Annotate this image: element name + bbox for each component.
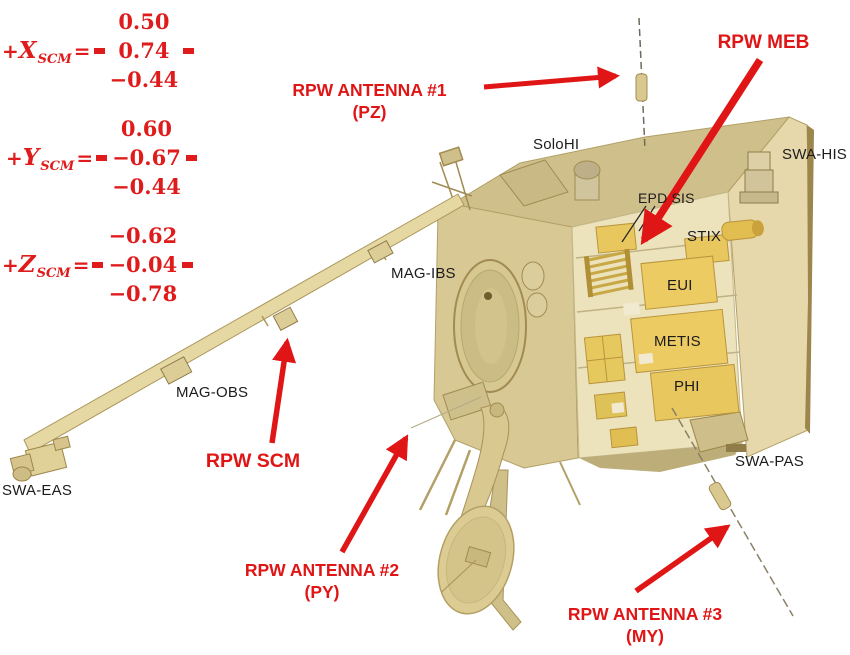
matrix-z-row-2: −0.04 (108, 252, 178, 277)
swa-eas-instrument (9, 435, 71, 482)
bracket-left (92, 261, 104, 268)
matrix-y-row-1: 0.60 (120, 116, 173, 141)
thermal-patch (611, 402, 625, 414)
rpw-antenna-3-arrow (634, 524, 731, 594)
instrument-boom (9, 193, 465, 482)
rpw-antenna-2-line (410, 396, 482, 429)
thermal-patch (638, 352, 654, 365)
rpw-antenna-3-line (671, 407, 794, 617)
phi-instrument (649, 363, 740, 422)
bracket-right (182, 261, 194, 268)
phi-label: PHI (674, 378, 700, 395)
stix-label: STIX (687, 228, 722, 245)
mag-ibs-label: MAG-IBS (391, 265, 456, 282)
solohi-instrument (499, 159, 601, 207)
hga-dish-assembly (437, 402, 522, 631)
metis-label: METIS (654, 333, 701, 350)
annotation-arrows (269, 57, 764, 594)
body-cone (453, 259, 527, 393)
eui-instrument (640, 255, 718, 310)
swa-his-instrument (739, 151, 779, 204)
coil-frame (583, 256, 594, 298)
rpw-antenna-2-arrow (339, 434, 409, 554)
lower-truss (418, 381, 581, 516)
matrix-x-row-1: 0.50 (118, 9, 170, 34)
swa-his-label: SWA-HIS (782, 146, 848, 163)
right-panel-edge (805, 125, 814, 434)
rpw-scm-instrument (272, 306, 299, 331)
epd-coil (587, 250, 630, 297)
swa-pas-label: SWA-PAS (735, 453, 804, 470)
matrix-y-row-3: −0.44 (112, 174, 181, 199)
mag-obs-instrument (160, 356, 193, 385)
epd-instrument (595, 222, 637, 254)
bracket-left (93, 47, 105, 54)
rpw-antenna-1-label: RPW ANTENNA #1 (PZ) (292, 80, 447, 123)
rpw-meb-arrow (640, 57, 764, 245)
matrix-z-row-1: −0.62 (108, 223, 178, 248)
body-knob (526, 292, 548, 318)
bracket-left (96, 154, 108, 161)
rpw-scm-arrow (269, 337, 297, 444)
coil-frame (624, 248, 634, 291)
bracket-right (183, 47, 195, 54)
rpw-antenna-2-label: RPW ANTENNA #2 (PY) (244, 560, 400, 603)
hga-hinge (489, 402, 505, 418)
rpw-antenna-1-arrow (483, 66, 620, 90)
swa-pas-instrument (689, 411, 749, 453)
wall-instruments (583, 219, 764, 449)
body-knob (521, 261, 545, 291)
swa-eas-label: SWA-EAS (2, 482, 73, 499)
solohi-label: SoloHI (533, 136, 580, 153)
matrix-x-row-2: 0.74 (118, 38, 170, 63)
matrix-z-row-3: −0.78 (108, 281, 178, 306)
rpw-antenna-3-label: RPW ANTENNA #3 (MY) (567, 604, 723, 647)
rpw-antenna-1-line (635, 17, 648, 151)
hga-dish (437, 505, 515, 615)
rpw-scm-label: RPW SCM (205, 450, 301, 472)
matrix-x-row-3: −0.44 (109, 67, 179, 92)
mag-ibs-instrument (367, 239, 394, 264)
epd-sis-label: EPD SIS (638, 190, 695, 206)
metis-instrument (630, 308, 729, 374)
bracket-right (185, 154, 197, 161)
thermal-patch (623, 302, 641, 316)
rpw-meb-label: RPW MEB (717, 32, 810, 53)
mag-obs-label: MAG-OBS (176, 384, 249, 401)
gold-box (609, 426, 639, 449)
matrix-y-row-2: −0.67 (112, 145, 181, 170)
eui-label: EUI (667, 277, 693, 294)
